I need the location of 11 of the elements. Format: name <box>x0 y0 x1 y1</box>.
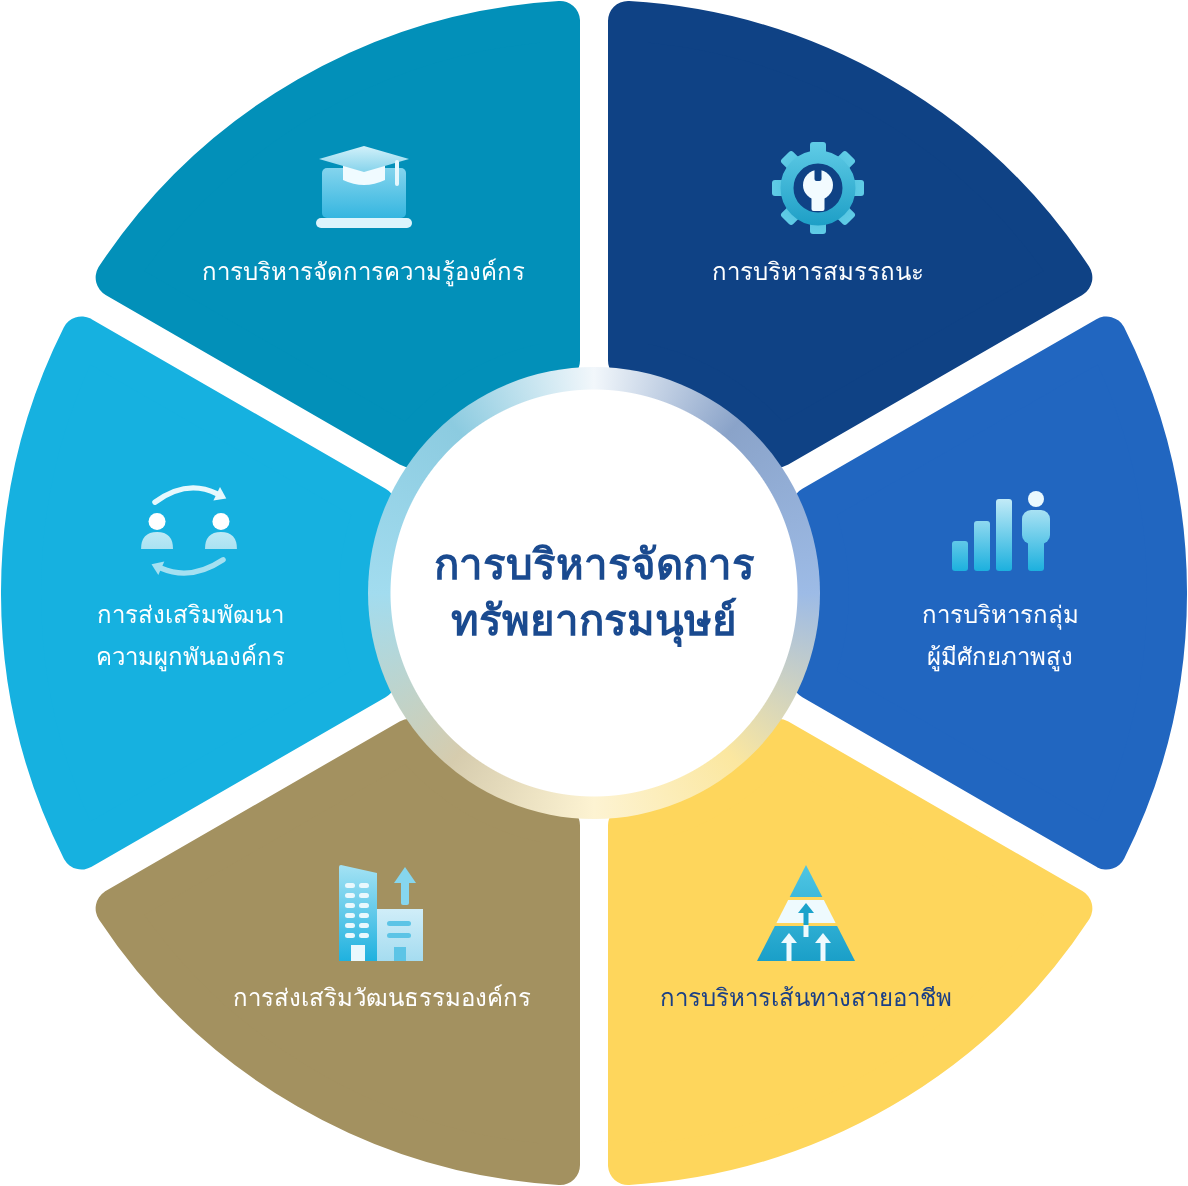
wheel-segment <box>95 1 580 468</box>
wheel-segment <box>607 1 1093 468</box>
segment-title: การบริหารกลุ่มผู้มีศักยภาพสูง <box>920 600 1080 674</box>
segment-title: การบริหารสมรรถนะ <box>712 257 924 288</box>
wheel-segment <box>95 718 580 1185</box>
segment-title: การบริหารจัดการความรู้องค์กร <box>201 257 525 289</box>
segment-title: การบริหารเส้นทางสายอาชีพ <box>660 983 952 1014</box>
segment-title: การส่งเสริมพัฒนาความผูกพันองค์กร <box>94 600 286 674</box>
wheel-segment <box>608 718 1093 1185</box>
segment-title: การส่งเสริมวัฒนธรรมองค์กร <box>233 983 531 1014</box>
hub-title: การบริหารจัดการทรัพยากรมนุษย์ <box>432 539 756 649</box>
